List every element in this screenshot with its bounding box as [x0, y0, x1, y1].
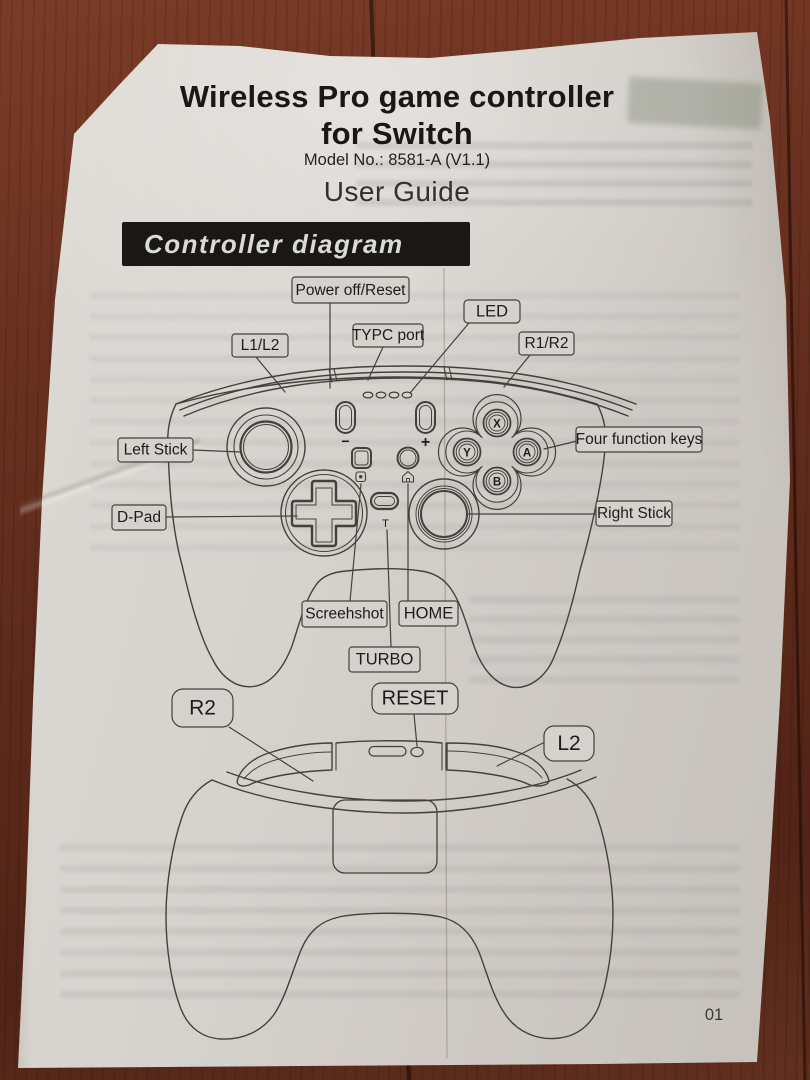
svg-text:L1/L2: L1/L2 — [241, 337, 280, 354]
x-button: X — [482, 408, 512, 438]
svg-text:R1/R2: R1/R2 — [525, 335, 569, 352]
svg-text:Four function keys: Four function keys — [576, 431, 703, 448]
screenshot-button — [351, 447, 372, 483]
svg-text:LED: LED — [476, 303, 508, 321]
page-title-line2: for Switch — [321, 116, 473, 151]
y-button: Y — [452, 437, 482, 467]
label-power-off-reset: Power off/Reset — [291, 276, 410, 304]
bleed-through-text — [470, 588, 740, 696]
label-d-pad: D-Pad — [111, 504, 167, 531]
shoulder-divider — [441, 742, 447, 771]
label-typc-port: TYPC port — [352, 323, 425, 348]
user-guide-subtitle: User Guide — [323, 176, 471, 207]
label-screenshot: Screehshot — [301, 600, 388, 628]
minus-button: − — [335, 401, 356, 449]
d-pad-cross — [290, 479, 358, 548]
home-icon-door — [406, 478, 410, 483]
d-pad-cross-inner — [295, 487, 353, 543]
model-number: Model No.: 8581-A (V1.1) — [303, 151, 491, 169]
label-reset: RESET — [371, 682, 459, 715]
left-stick — [226, 407, 306, 487]
svg-text:Power off/Reset: Power off/Reset — [296, 282, 407, 299]
svg-text:R2: R2 — [189, 697, 216, 720]
home-icon — [401, 470, 415, 483]
label-led: LED — [463, 299, 521, 324]
screenshot-icon-dot — [359, 475, 363, 479]
svg-text:Right Stick: Right Stick — [597, 505, 671, 522]
battery-compartment — [332, 799, 438, 874]
label-r1-r2: R1/R2 — [518, 331, 575, 356]
controller-back-view — [165, 740, 614, 1040]
label-r2: R2 — [171, 688, 234, 728]
leader-lines — [165, 302, 597, 782]
svg-text:D-Pad: D-Pad — [117, 509, 161, 526]
home-button — [396, 446, 420, 483]
svg-text:TYPC port: TYPC port — [352, 327, 425, 344]
svg-text:Left Stick: Left Stick — [124, 442, 188, 459]
top-rim-arc — [175, 365, 637, 405]
abxy-clover-inner — [445, 401, 549, 503]
back-body-outline — [165, 778, 614, 1040]
controller-front-view: − + — [167, 365, 637, 689]
svg-text:RESET: RESET — [382, 688, 449, 710]
label-right-stick: Right Stick — [595, 500, 673, 527]
d-pad — [280, 469, 368, 557]
label-left-stick: Left Stick — [117, 437, 194, 463]
a-button: A — [512, 437, 542, 467]
reset-hole — [410, 746, 424, 758]
label-four-function-keys: Four function keys — [575, 426, 703, 453]
page-number: 01 — [704, 1006, 724, 1024]
label-l2: L2 — [543, 725, 595, 762]
four-function-keys: X Y A — [437, 394, 557, 510]
screenshot-icon — [355, 471, 367, 483]
turbo-t-mark: T — [382, 518, 389, 530]
back-pairing-slot — [368, 745, 407, 757]
back-band-curve — [226, 769, 582, 802]
back-right-shoulder-inner — [446, 750, 543, 779]
bleed-through-text — [356, 138, 752, 218]
svg-text:Screehshot: Screehshot — [305, 606, 384, 623]
plus-button: + — [415, 401, 436, 451]
top-rim-arc — [183, 377, 629, 417]
svg-text:TURBO: TURBO — [356, 651, 414, 669]
svg-text:B: B — [493, 477, 501, 489]
label-turbo: TURBO — [348, 646, 421, 673]
back-right-shoulder — [446, 742, 550, 787]
label-home: HOME — [398, 600, 459, 627]
front-body-outline — [167, 376, 607, 689]
page-title-line1: Wireless Pro game controller — [179, 79, 615, 114]
back-top-edge — [335, 740, 443, 744]
svg-text:A: A — [523, 448, 531, 460]
svg-text:L2: L2 — [557, 732, 580, 755]
svg-text:Y: Y — [463, 448, 471, 460]
callout-labels: Power off/Reset LED TYPC port L1/L2 R1/R… — [111, 276, 703, 762]
back-band-curve — [211, 776, 597, 814]
minus-symbol: − — [341, 433, 349, 449]
turbo-button: T — [369, 491, 400, 530]
b-button: B — [482, 466, 512, 496]
label-l1-l2: L1/L2 — [231, 333, 289, 358]
svg-text:X: X — [493, 419, 501, 431]
vertical-page-crease — [443, 267, 448, 1059]
section-header-controller-diagram: Controller diagram — [122, 222, 470, 266]
led-indicators — [362, 391, 413, 399]
back-left-shoulder — [236, 742, 333, 787]
plus-symbol: + — [421, 434, 430, 451]
svg-text:HOME: HOME — [404, 605, 454, 623]
